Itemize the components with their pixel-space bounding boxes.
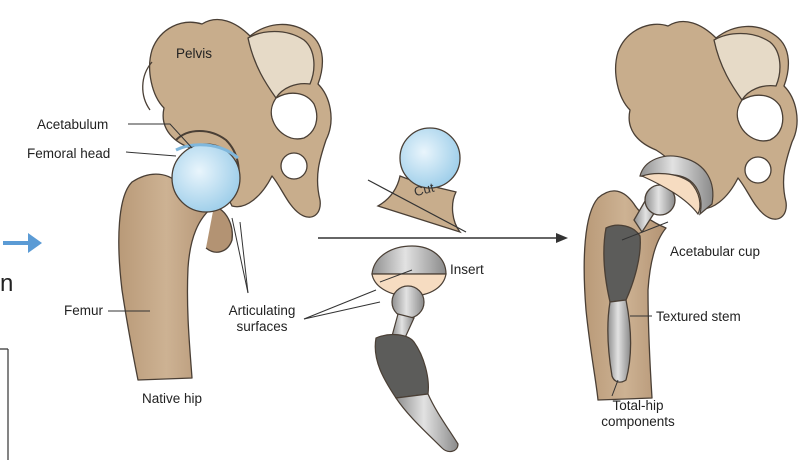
resected-femoral-head: [368, 128, 466, 232]
edge-text-fragment: n: [0, 270, 13, 298]
native-hip-label: Native hip: [142, 391, 202, 407]
insert-label: Insert: [450, 262, 484, 278]
pelvis-label: Pelvis: [176, 46, 212, 62]
articulating-surfaces-line2: surfaces: [210, 319, 314, 335]
process-arrow: [318, 233, 568, 243]
articulating-surfaces-label: Articulating surfaces: [210, 303, 314, 335]
femur-label: Femur: [64, 303, 103, 319]
total-hip-femur: [584, 185, 675, 400]
native-femur: [119, 144, 240, 380]
textured-stem-label: Textured stem: [656, 309, 741, 325]
acetabular-cup-label: Acetabular cup: [670, 244, 760, 260]
total-hip-line2: components: [578, 414, 698, 430]
femoral-head-label: Femoral head: [27, 146, 110, 162]
implant-components: [372, 246, 458, 451]
articulating-surfaces-line1: Articulating: [210, 303, 314, 319]
acetabulum-label: Acetabulum: [37, 117, 108, 133]
total-hip-components-label: Total-hip components: [578, 398, 698, 430]
total-hip-line1: Total-hip: [578, 398, 698, 414]
left-edge-fragment: [0, 233, 42, 460]
